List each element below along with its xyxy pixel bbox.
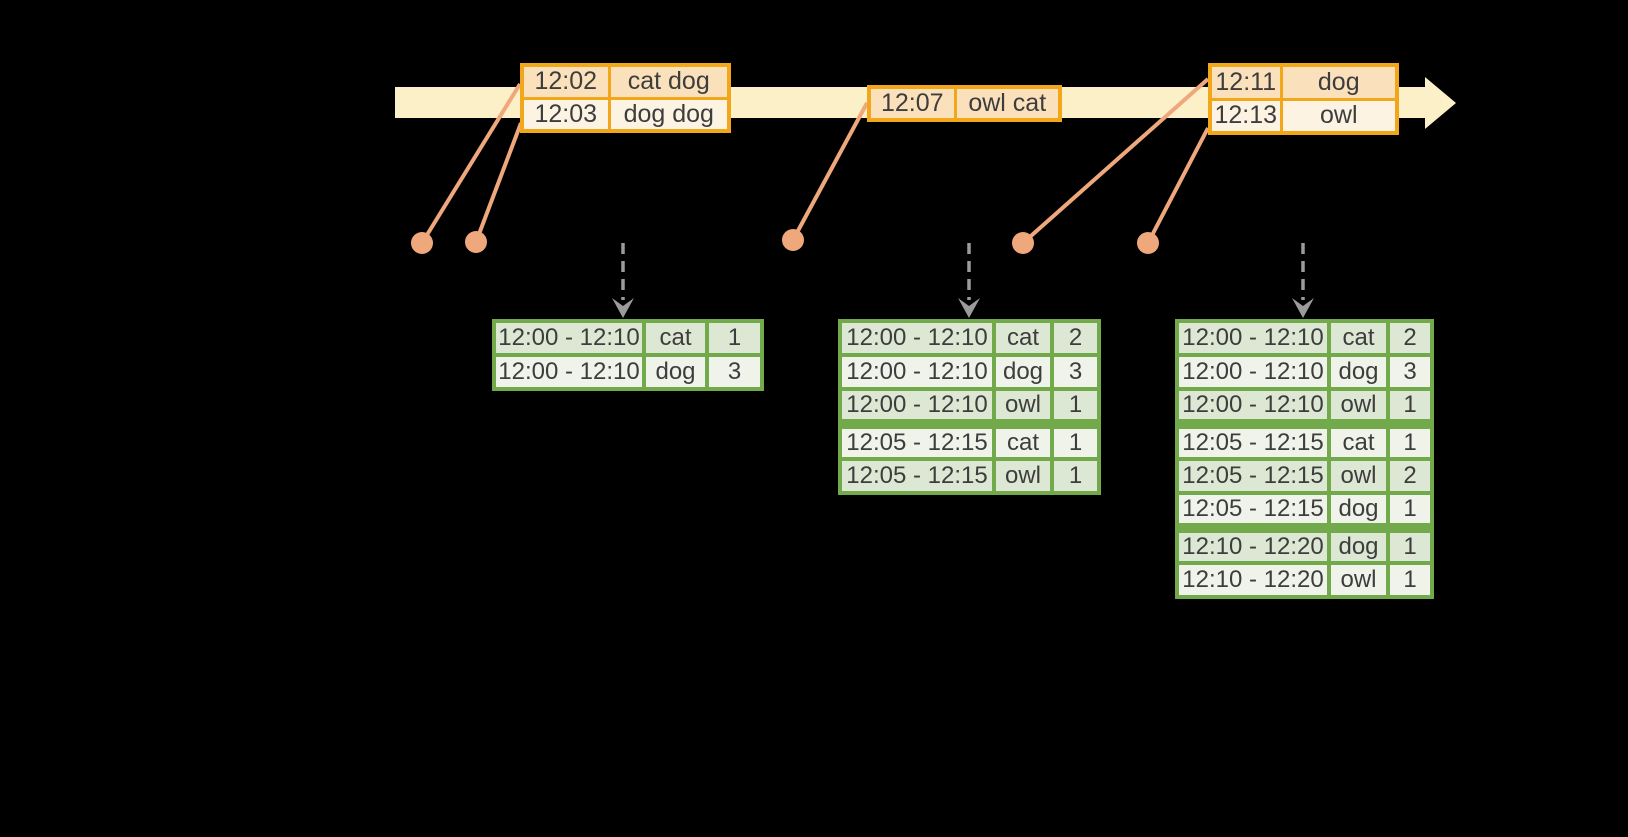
result-window-cell: 12:00 - 12:10	[838, 319, 996, 357]
result-count-cell: 1	[1050, 457, 1101, 495]
result-word-cell: dog	[992, 353, 1054, 391]
result-count-cell: 1	[1386, 387, 1434, 426]
result-window-cell: 12:00 - 12:10	[1175, 353, 1331, 391]
event-connector-line	[1146, 127, 1210, 244]
result-window-cell: 12:00 - 12:10	[492, 353, 646, 391]
result-count-cell: 1	[705, 319, 764, 357]
result-word-cell: dog	[642, 353, 709, 391]
result-word-cell: dog	[1327, 353, 1390, 391]
event-words-cell: cat dog	[607, 63, 731, 100]
event-words-cell: owl cat	[953, 85, 1062, 122]
result-window-cell: 12:00 - 12:10	[838, 387, 996, 426]
result-word-cell: cat	[1327, 419, 1390, 461]
result-word-cell: dog	[1327, 523, 1390, 565]
event-dot-icon	[782, 229, 804, 251]
result-count-cell: 1	[1386, 419, 1434, 461]
result-window-cell: 12:05 - 12:15	[1175, 457, 1331, 495]
event-time-cell: 12:11	[1208, 63, 1283, 101]
result-word-cell: owl	[1327, 457, 1390, 495]
result-word-cell: cat	[992, 319, 1054, 357]
result-window-cell: 12:00 - 12:10	[1175, 387, 1331, 426]
result-word-cell: owl	[992, 387, 1054, 426]
event-words-cell: dog	[1279, 63, 1399, 101]
event-dot-icon	[465, 231, 487, 253]
result-count-cell: 3	[1386, 353, 1434, 391]
result-count-cell: 1	[1386, 491, 1434, 530]
event-time-cell: 12:03	[520, 96, 611, 133]
result-window-cell: 12:00 - 12:10	[492, 319, 646, 357]
event-time-cell: 12:13	[1208, 97, 1283, 135]
trigger-arrowhead-icon	[612, 298, 634, 318]
result-window-cell: 12:05 - 12:15	[1175, 491, 1331, 530]
result-word-cell: cat	[642, 319, 709, 357]
result-count-cell: 2	[1386, 319, 1434, 357]
trigger-arrowhead-icon	[1292, 298, 1314, 318]
event-dot-icon	[1137, 232, 1159, 254]
result-word-cell: owl	[992, 457, 1054, 495]
result-window-cell: 12:10 - 12:20	[1175, 561, 1331, 599]
result-count-cell: 1	[1386, 561, 1434, 599]
result-word-cell: owl	[1327, 561, 1390, 599]
result-word-cell: cat	[992, 419, 1054, 461]
result-count-cell: 3	[705, 353, 764, 391]
result-count-cell: 1	[1050, 387, 1101, 426]
result-count-cell: 2	[1386, 457, 1434, 495]
result-window-cell: 12:00 - 12:10	[1175, 319, 1331, 357]
event-time-cell: 12:07	[867, 85, 957, 122]
result-word-cell: owl	[1327, 387, 1390, 426]
event-connector-line	[474, 122, 523, 243]
event-connector-line	[1021, 77, 1210, 245]
result-window-cell: 12:05 - 12:15	[838, 419, 996, 461]
event-connector-line	[791, 102, 869, 241]
event-time-cell: 12:02	[520, 63, 611, 100]
trigger-arrowhead-icon	[958, 298, 980, 318]
result-count-cell: 2	[1050, 319, 1101, 357]
result-window-cell: 12:00 - 12:10	[838, 353, 996, 391]
result-count-cell: 1	[1050, 419, 1101, 461]
event-words-cell: owl	[1279, 97, 1399, 135]
result-word-cell: dog	[1327, 491, 1390, 530]
event-dot-icon	[1012, 232, 1034, 254]
event-words-cell: dog dog	[607, 96, 731, 133]
timeline-arrowhead-icon	[1425, 77, 1456, 129]
event-dot-icon	[411, 232, 433, 254]
result-count-cell: 3	[1050, 353, 1101, 391]
event-connector-line	[420, 82, 522, 245]
result-word-cell: cat	[1327, 319, 1390, 357]
result-window-cell: 12:05 - 12:15	[838, 457, 996, 495]
result-window-cell: 12:05 - 12:15	[1175, 419, 1331, 461]
result-window-cell: 12:10 - 12:20	[1175, 523, 1331, 565]
result-count-cell: 1	[1386, 523, 1434, 565]
